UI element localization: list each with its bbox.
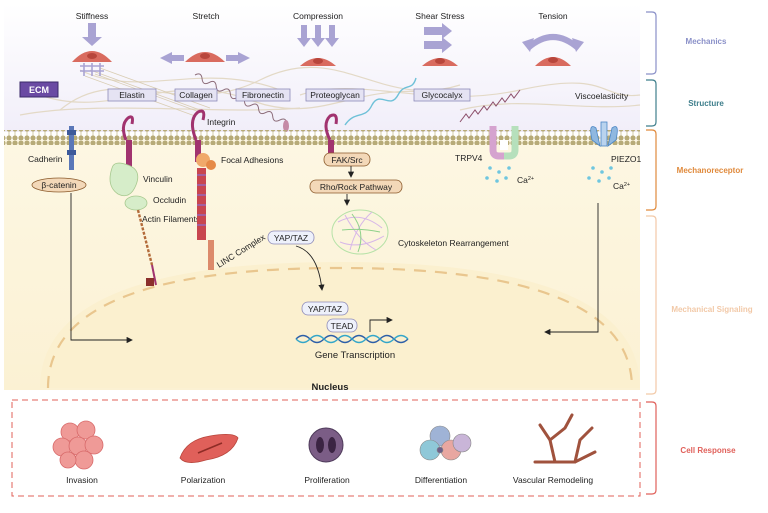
right-arrow-icon <box>226 52 250 64</box>
yap-taz-import-arrow <box>295 245 325 291</box>
shear-stress-stimulus <box>422 23 458 66</box>
elastin-tag <box>107 88 157 102</box>
vinculin-label: Vinculin <box>143 174 173 184</box>
yap-taz-nucleus-label: YAP/TAZ <box>308 304 342 314</box>
cell-response-box <box>11 399 641 497</box>
fibronectin-tag <box>235 88 291 102</box>
collagen-label: Collagen <box>179 90 213 100</box>
tension-stimulus <box>522 34 584 66</box>
fak-src-label: FAK/Src <box>331 155 363 165</box>
nucleus-label: Nucleus <box>312 382 349 393</box>
polarization-label: Polarization <box>181 475 226 485</box>
differentiation-icon <box>419 425 472 461</box>
invasion-icon <box>52 420 104 470</box>
stiffness-stimulus <box>72 23 112 76</box>
fak-src-node <box>323 152 371 167</box>
rho-rock-label: Rho/Rock Pathway <box>320 182 393 192</box>
cytoskeleton-label: Cytoskeleton Rearrangement <box>398 238 509 248</box>
piezo1-label: PIEZO1 <box>611 154 642 164</box>
beta-catenin-label: β-catenin <box>41 180 76 190</box>
ecm-badge <box>19 81 59 98</box>
glycocalyx-tag <box>413 88 471 102</box>
stiffness-label: Stiffness <box>76 11 108 21</box>
section-mechanoreceptor-label: Mechanoreceptor <box>677 166 744 175</box>
integrin-receptor <box>191 109 216 270</box>
focal-adhesions-label: Focal Adhesions <box>221 155 283 165</box>
calcium-ions-right <box>587 166 613 183</box>
section-structure-label: Structure <box>688 99 724 108</box>
curved-arrow-icon <box>522 38 534 52</box>
tension-label: Tension <box>538 11 568 21</box>
glycocalyx-wave <box>344 77 417 126</box>
transcription-start-arrow <box>369 316 393 332</box>
section-mechanics-label: Mechanics <box>686 37 727 46</box>
gene-transcription-label: Gene Transcription <box>315 350 395 361</box>
occludin-label: Occludin <box>153 195 186 205</box>
nuclear-envelope <box>46 266 634 389</box>
piezo1-channel <box>590 121 618 147</box>
integrin-label: Integrin <box>207 117 236 127</box>
tead-node <box>326 318 358 333</box>
calcium-right-label: Ca2+ <box>613 181 630 191</box>
proliferation-label: Proliferation <box>304 475 350 485</box>
cytoskeleton-network <box>331 209 389 255</box>
differentiation-label: Differentiation <box>415 475 468 485</box>
vinculin-complex <box>109 115 157 286</box>
elastin-label: Elastin <box>119 90 145 100</box>
cadherin-label: Cadherin <box>28 154 63 164</box>
fibronectin-end <box>283 120 289 132</box>
viscoelastic-spring <box>459 89 521 123</box>
proteoglycan-receptor <box>324 113 338 158</box>
viscoelasticity-label: Viscoelasticity <box>575 91 629 101</box>
invasion-label: Invasion <box>66 475 98 485</box>
vascular-remodeling-icon <box>533 413 597 464</box>
down-arrow-icon <box>82 37 102 46</box>
shear-stress-label: Shear Stress <box>415 11 464 21</box>
ecm-label: ECM <box>29 85 49 95</box>
left-arrow-icon <box>160 52 184 64</box>
stretch-stimulus <box>160 52 250 64</box>
proliferation-icon <box>308 427 344 463</box>
stretch-label: Stretch <box>193 11 220 21</box>
dna-helix <box>295 334 409 344</box>
calcium-left-label: Ca2+ <box>517 175 534 185</box>
tead-label: TEAD <box>331 321 354 331</box>
section-cell-response-label: Cell Response <box>680 446 736 455</box>
yap-taz-nucleus-node <box>301 301 349 316</box>
cadherin-signal-arrow <box>70 193 133 344</box>
section-brackets <box>646 11 657 495</box>
rho-rock-node <box>309 179 403 194</box>
proteoglycan-label: Proteoglycan <box>310 90 360 100</box>
yap-taz-cytoplasm-label: YAP/TAZ <box>274 233 308 243</box>
compression-stimulus <box>297 25 339 66</box>
trpv4-channel <box>489 126 519 160</box>
piezo1-signal-arrow <box>544 203 599 336</box>
trpv4-label: TRPV4 <box>455 153 483 163</box>
section-mechanical-signaling-label: Mechanical Signaling <box>671 305 752 314</box>
cell-membrane <box>4 130 640 145</box>
cadherin-receptor <box>67 126 76 170</box>
polarization-icon <box>179 434 239 463</box>
proteoglycan-tag <box>305 88 365 102</box>
actin-filaments-label: Actin Filaments <box>142 214 200 224</box>
collagen-tag <box>174 88 218 102</box>
yap-taz-cytoplasm-node <box>267 230 315 245</box>
beta-catenin-node <box>31 177 87 193</box>
vascular-remodeling-label: Vascular Remodeling <box>513 475 593 485</box>
compression-label: Compression <box>293 11 343 21</box>
fibronectin-label: Fibronectin <box>242 90 284 100</box>
calcium-ions-left <box>485 166 511 183</box>
glycocalyx-label: Glycocalyx <box>421 90 463 100</box>
